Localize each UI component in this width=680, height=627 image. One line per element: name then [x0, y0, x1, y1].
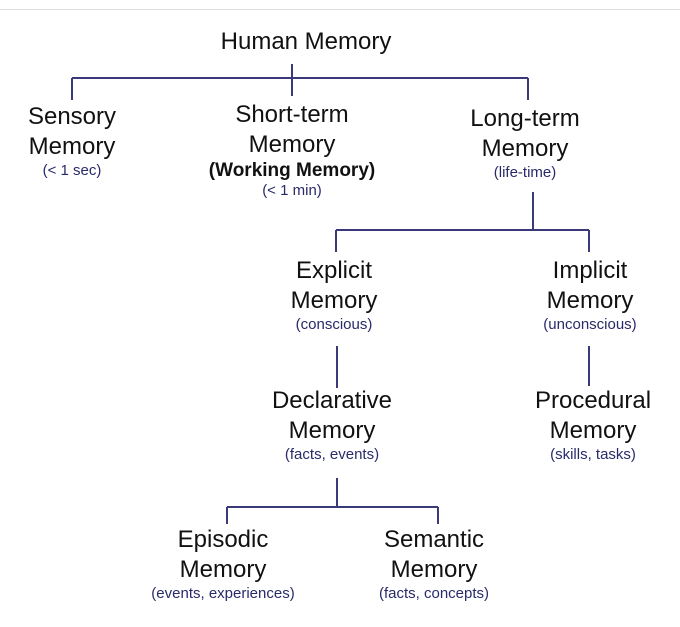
node-title: Long-term: [470, 105, 580, 132]
node-subtitle: (facts, events): [284, 446, 380, 463]
node-title: Sensory: [27, 103, 117, 130]
node-human-memory: Human Memory: [221, 28, 392, 56]
node-implicit-memory: Implicit Memory (unconscious): [543, 256, 636, 334]
node-title: Memory: [481, 135, 569, 162]
node-declarative-memory: Declarative Memory (facts, events): [272, 386, 392, 464]
node-title: Memory: [549, 417, 637, 444]
node-title: Implicit: [552, 257, 628, 284]
node-extra: (Working Memory): [208, 160, 376, 181]
node-procedural-memory: Procedural Memory (skills, tasks): [535, 386, 651, 464]
node-title: Memory: [290, 287, 378, 314]
node-subtitle: (conscious): [295, 316, 373, 333]
root-title: Human Memory: [220, 28, 392, 55]
node-title: Memory: [28, 133, 116, 160]
node-title: Semantic: [383, 526, 485, 553]
node-title: Memory: [179, 556, 267, 583]
node-title: Explicit: [295, 257, 373, 284]
node-subtitle: (< 1 sec): [42, 162, 102, 179]
node-subtitle: (unconscious): [543, 316, 637, 333]
node-subtitle: (events, experiences): [151, 585, 295, 602]
node-episodic-memory: Episodic Memory (events, experiences): [151, 525, 294, 603]
node-title: Memory: [248, 131, 336, 158]
node-subtitle: (skills, tasks): [550, 446, 636, 463]
top-border: [0, 0, 680, 10]
node-long-term-memory: Long-term Memory (life-time): [470, 104, 579, 182]
node-title: Memory: [546, 287, 634, 314]
node-subtitle: (life-time): [493, 164, 557, 181]
node-title: Procedural: [534, 387, 652, 414]
node-title: Episodic: [177, 526, 269, 553]
node-short-term-memory: Short-term Memory (Working Memory) (< 1 …: [209, 100, 375, 200]
node-title: Memory: [288, 417, 376, 444]
node-sensory-memory: Sensory Memory (< 1 sec): [28, 102, 116, 180]
node-semantic-memory: Semantic Memory (facts, concepts): [379, 525, 489, 603]
node-subtitle: (facts, concepts): [378, 585, 490, 602]
node-explicit-memory: Explicit Memory (conscious): [291, 256, 378, 334]
node-title: Declarative: [271, 387, 393, 414]
node-title: Short-term: [235, 101, 349, 128]
node-title: Memory: [390, 556, 478, 583]
node-subtitle: (< 1 min): [262, 182, 322, 199]
